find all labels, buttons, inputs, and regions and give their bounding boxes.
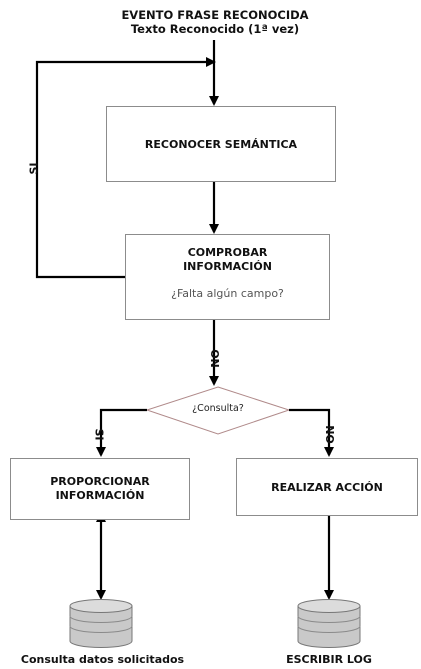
database-icon-left — [69, 599, 133, 648]
decision-diamond — [145, 386, 291, 435]
db-right-caption: ESCRIBIR LOG — [286, 653, 372, 666]
event-subtitle: Texto Reconocido (1ª vez) — [130, 22, 300, 36]
semantic-label: RECONOCER SEMÁNTICA — [144, 138, 298, 151]
action-box: REALIZAR ACCIÓN — [236, 458, 418, 516]
check-box: COMPROBAR INFORMACIÓN ¿Falta algún campo… — [125, 234, 330, 320]
semantic-box: RECONOCER SEMÁNTICA — [106, 106, 336, 182]
check-label-line2: INFORMACIÓN — [183, 260, 272, 273]
check-label-line1: COMPROBAR — [187, 246, 268, 259]
no-label: NO — [208, 349, 222, 368]
arrow-decision-yes — [96, 408, 147, 457]
arrow-loop-yes — [35, 57, 216, 279]
event-title: EVENTO FRASE RECONOCIDA — [121, 8, 309, 22]
db-left-caption: Consulta datos solicitados — [20, 653, 185, 666]
database-icon-right — [297, 599, 361, 648]
decision-no-label: NO — [322, 425, 336, 444]
check-question: ¿Falta algún campo? — [171, 287, 284, 300]
provide-label-line1: PROPORCIONAR — [50, 475, 150, 488]
arrow-decision-no — [289, 408, 334, 457]
decision-label: ¿Consulta? — [192, 403, 244, 414]
loop-yes-label: SI — [27, 162, 41, 175]
decision-yes-label: SI — [92, 428, 106, 441]
provide-info-box: PROPORCIONAR INFORMACIÓN — [10, 458, 190, 520]
action-label: REALIZAR ACCIÓN — [271, 481, 383, 494]
provide-label-line2: INFORMACIÓN — [55, 489, 145, 502]
